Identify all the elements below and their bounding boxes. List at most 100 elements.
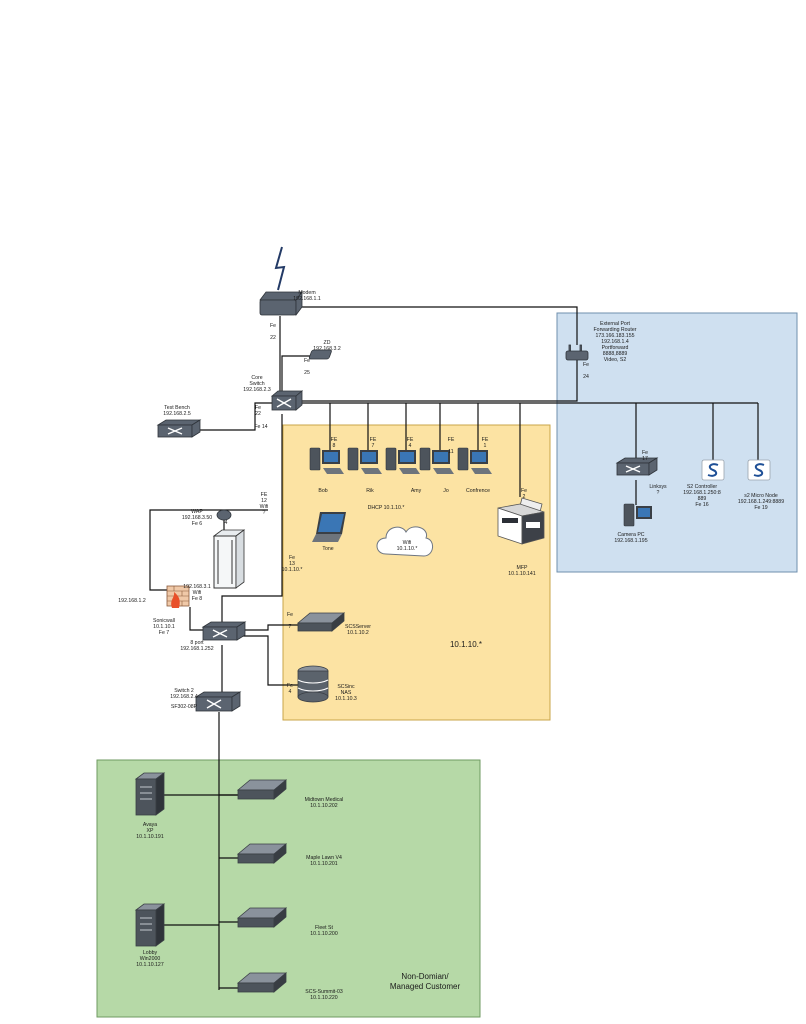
switch-2-model-label: SF302-08P	[171, 704, 197, 710]
label-line: 10.1.10.220	[310, 995, 338, 1001]
cables	[149, 306, 759, 990]
label-line: 10.1.10.201	[310, 861, 338, 867]
avaya-server-icon	[134, 772, 166, 816]
label-line: Jo	[443, 488, 449, 494]
rik-label: Rik	[366, 488, 374, 494]
cable-core-down	[221, 414, 283, 624]
label-line: 192.168.1.1	[293, 296, 321, 302]
label-line: 4	[224, 520, 228, 526]
test-bench-switch-icon	[156, 419, 202, 438]
workstation-confrence-icon	[457, 447, 492, 474]
label-line: 25	[304, 370, 310, 376]
label-line: Switch	[249, 381, 265, 387]
label-line: XP	[146, 828, 154, 834]
mfp-printer-icon	[497, 497, 545, 545]
label-line: Fe	[288, 555, 296, 561]
linksys-switch-icon	[615, 457, 659, 476]
jo-port-label: FE 11	[448, 437, 455, 455]
tone-label: Tone	[322, 546, 333, 552]
label-line: Camera PC	[617, 532, 645, 538]
label-line: SF302-08P	[170, 704, 198, 710]
cable-wifi-loop	[149, 509, 268, 591]
label-line: 4	[408, 443, 412, 449]
linksys-label: Linksys?	[649, 484, 666, 496]
label-line: Modem	[298, 290, 316, 296]
label-line: NAS	[340, 690, 352, 696]
label-line: Fe	[641, 450, 649, 456]
label-line: FE	[330, 437, 338, 443]
label-line: 10.1.10.191	[136, 834, 164, 840]
label-line: Managed Customer	[389, 982, 461, 991]
label-line: Test Bench	[164, 405, 190, 411]
label-line: 7	[371, 443, 375, 449]
label-line: FE	[260, 492, 268, 498]
label-line: 22	[255, 411, 261, 417]
label-line: Bob	[318, 488, 328, 494]
label-line: 10.1.10.3	[335, 696, 357, 702]
label-line: 173.166.183.155	[595, 333, 635, 339]
cable-8port-nas	[238, 635, 298, 686]
label-line: Fe 6	[191, 521, 203, 527]
bob-label: Bob	[318, 488, 327, 494]
label-line: Fe	[286, 612, 294, 618]
label-line: ?	[262, 510, 266, 516]
label-line: 8888,8889	[602, 351, 628, 357]
s2-micro-node-icon	[747, 459, 771, 481]
conf-label: Confrence	[466, 488, 490, 494]
label-line: S2 Controller	[686, 484, 718, 490]
label-line: ?	[656, 490, 660, 496]
label-line: 10.1.10.200	[310, 931, 338, 937]
cable-zd-core	[281, 355, 312, 392]
label-line: 192.168.1.252	[180, 646, 214, 652]
label-line: 192.168.3.50	[181, 515, 213, 521]
label-line: Fe 19	[754, 505, 768, 511]
cable-sonicwall-8port	[189, 607, 208, 631]
label-line: 192.168.1.250:8	[683, 490, 721, 496]
label-line: 22	[270, 335, 276, 341]
managed-zone-title: Non-Domian/Managed Customer	[390, 972, 460, 992]
scs-server-port-label: Fe 7	[287, 612, 293, 630]
label-line: Fe	[582, 362, 590, 368]
label-line: 8	[332, 443, 336, 449]
label-line: Fe	[520, 488, 528, 494]
label-line: 889	[697, 496, 707, 502]
label-line: 10.1.10.*	[396, 546, 418, 552]
workstation-amy-icon	[385, 447, 420, 474]
workstation-jo-icon	[419, 447, 454, 474]
s2-controller-icon	[701, 459, 725, 481]
label-line: 10.1.10.141	[508, 571, 536, 577]
workstation-bob-icon	[309, 447, 344, 474]
label-line: 192.168.2.3	[243, 387, 271, 393]
label-line: 11	[448, 449, 454, 455]
label-line: 10.1.10.1	[153, 624, 175, 630]
external-router-icon	[565, 344, 589, 361]
fleet-st-server-icon	[236, 907, 288, 928]
core-switch-icon	[270, 390, 304, 411]
label-line: Core	[251, 375, 263, 381]
label-line: Fe	[286, 683, 294, 689]
workstation-rik-icon	[347, 447, 382, 474]
jo-label: Jo	[443, 488, 448, 494]
8-port-switch-icon	[201, 621, 247, 641]
label-line: 1	[483, 443, 487, 449]
label-line: External Port	[600, 321, 630, 327]
sonicwall-firewall-icon	[166, 585, 190, 608]
label-line: Non-Domian/	[401, 972, 449, 981]
